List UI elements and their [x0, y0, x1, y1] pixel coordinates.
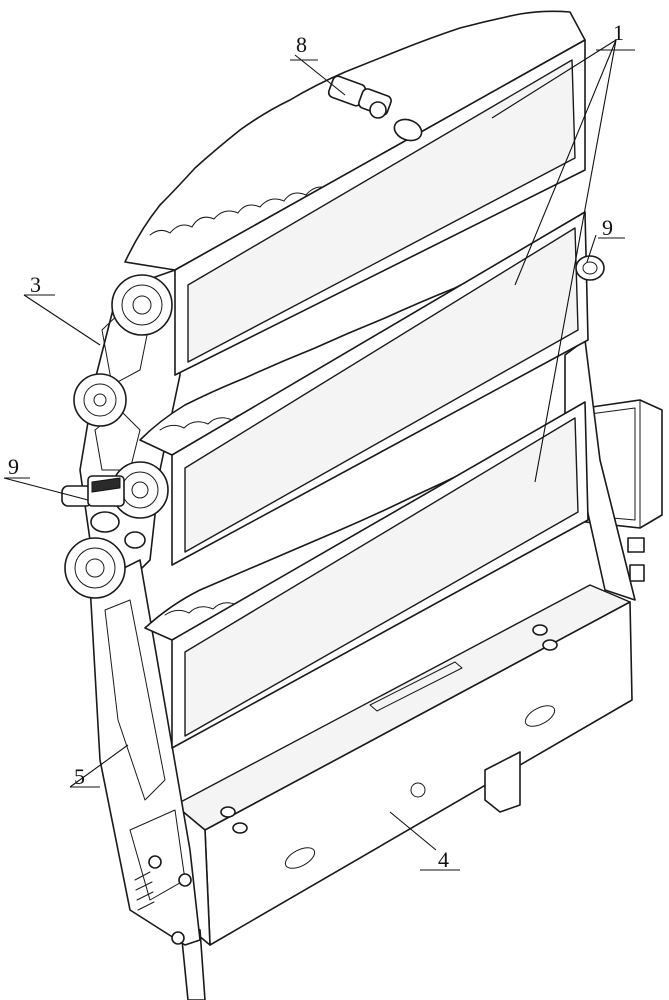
- callout-1: 1: [613, 20, 624, 45]
- callout-9-left: 9: [8, 454, 19, 479]
- gear-wheel: [112, 275, 172, 335]
- callout-3: 3: [30, 272, 41, 297]
- callout-8: 8: [296, 32, 307, 57]
- callout-9-right: 9: [602, 215, 613, 240]
- callout-4: 4: [438, 847, 449, 872]
- gear-wheel: [65, 538, 125, 598]
- knob-right: [576, 256, 604, 280]
- pulley-disc: [74, 374, 126, 426]
- callout-5: 5: [74, 764, 85, 789]
